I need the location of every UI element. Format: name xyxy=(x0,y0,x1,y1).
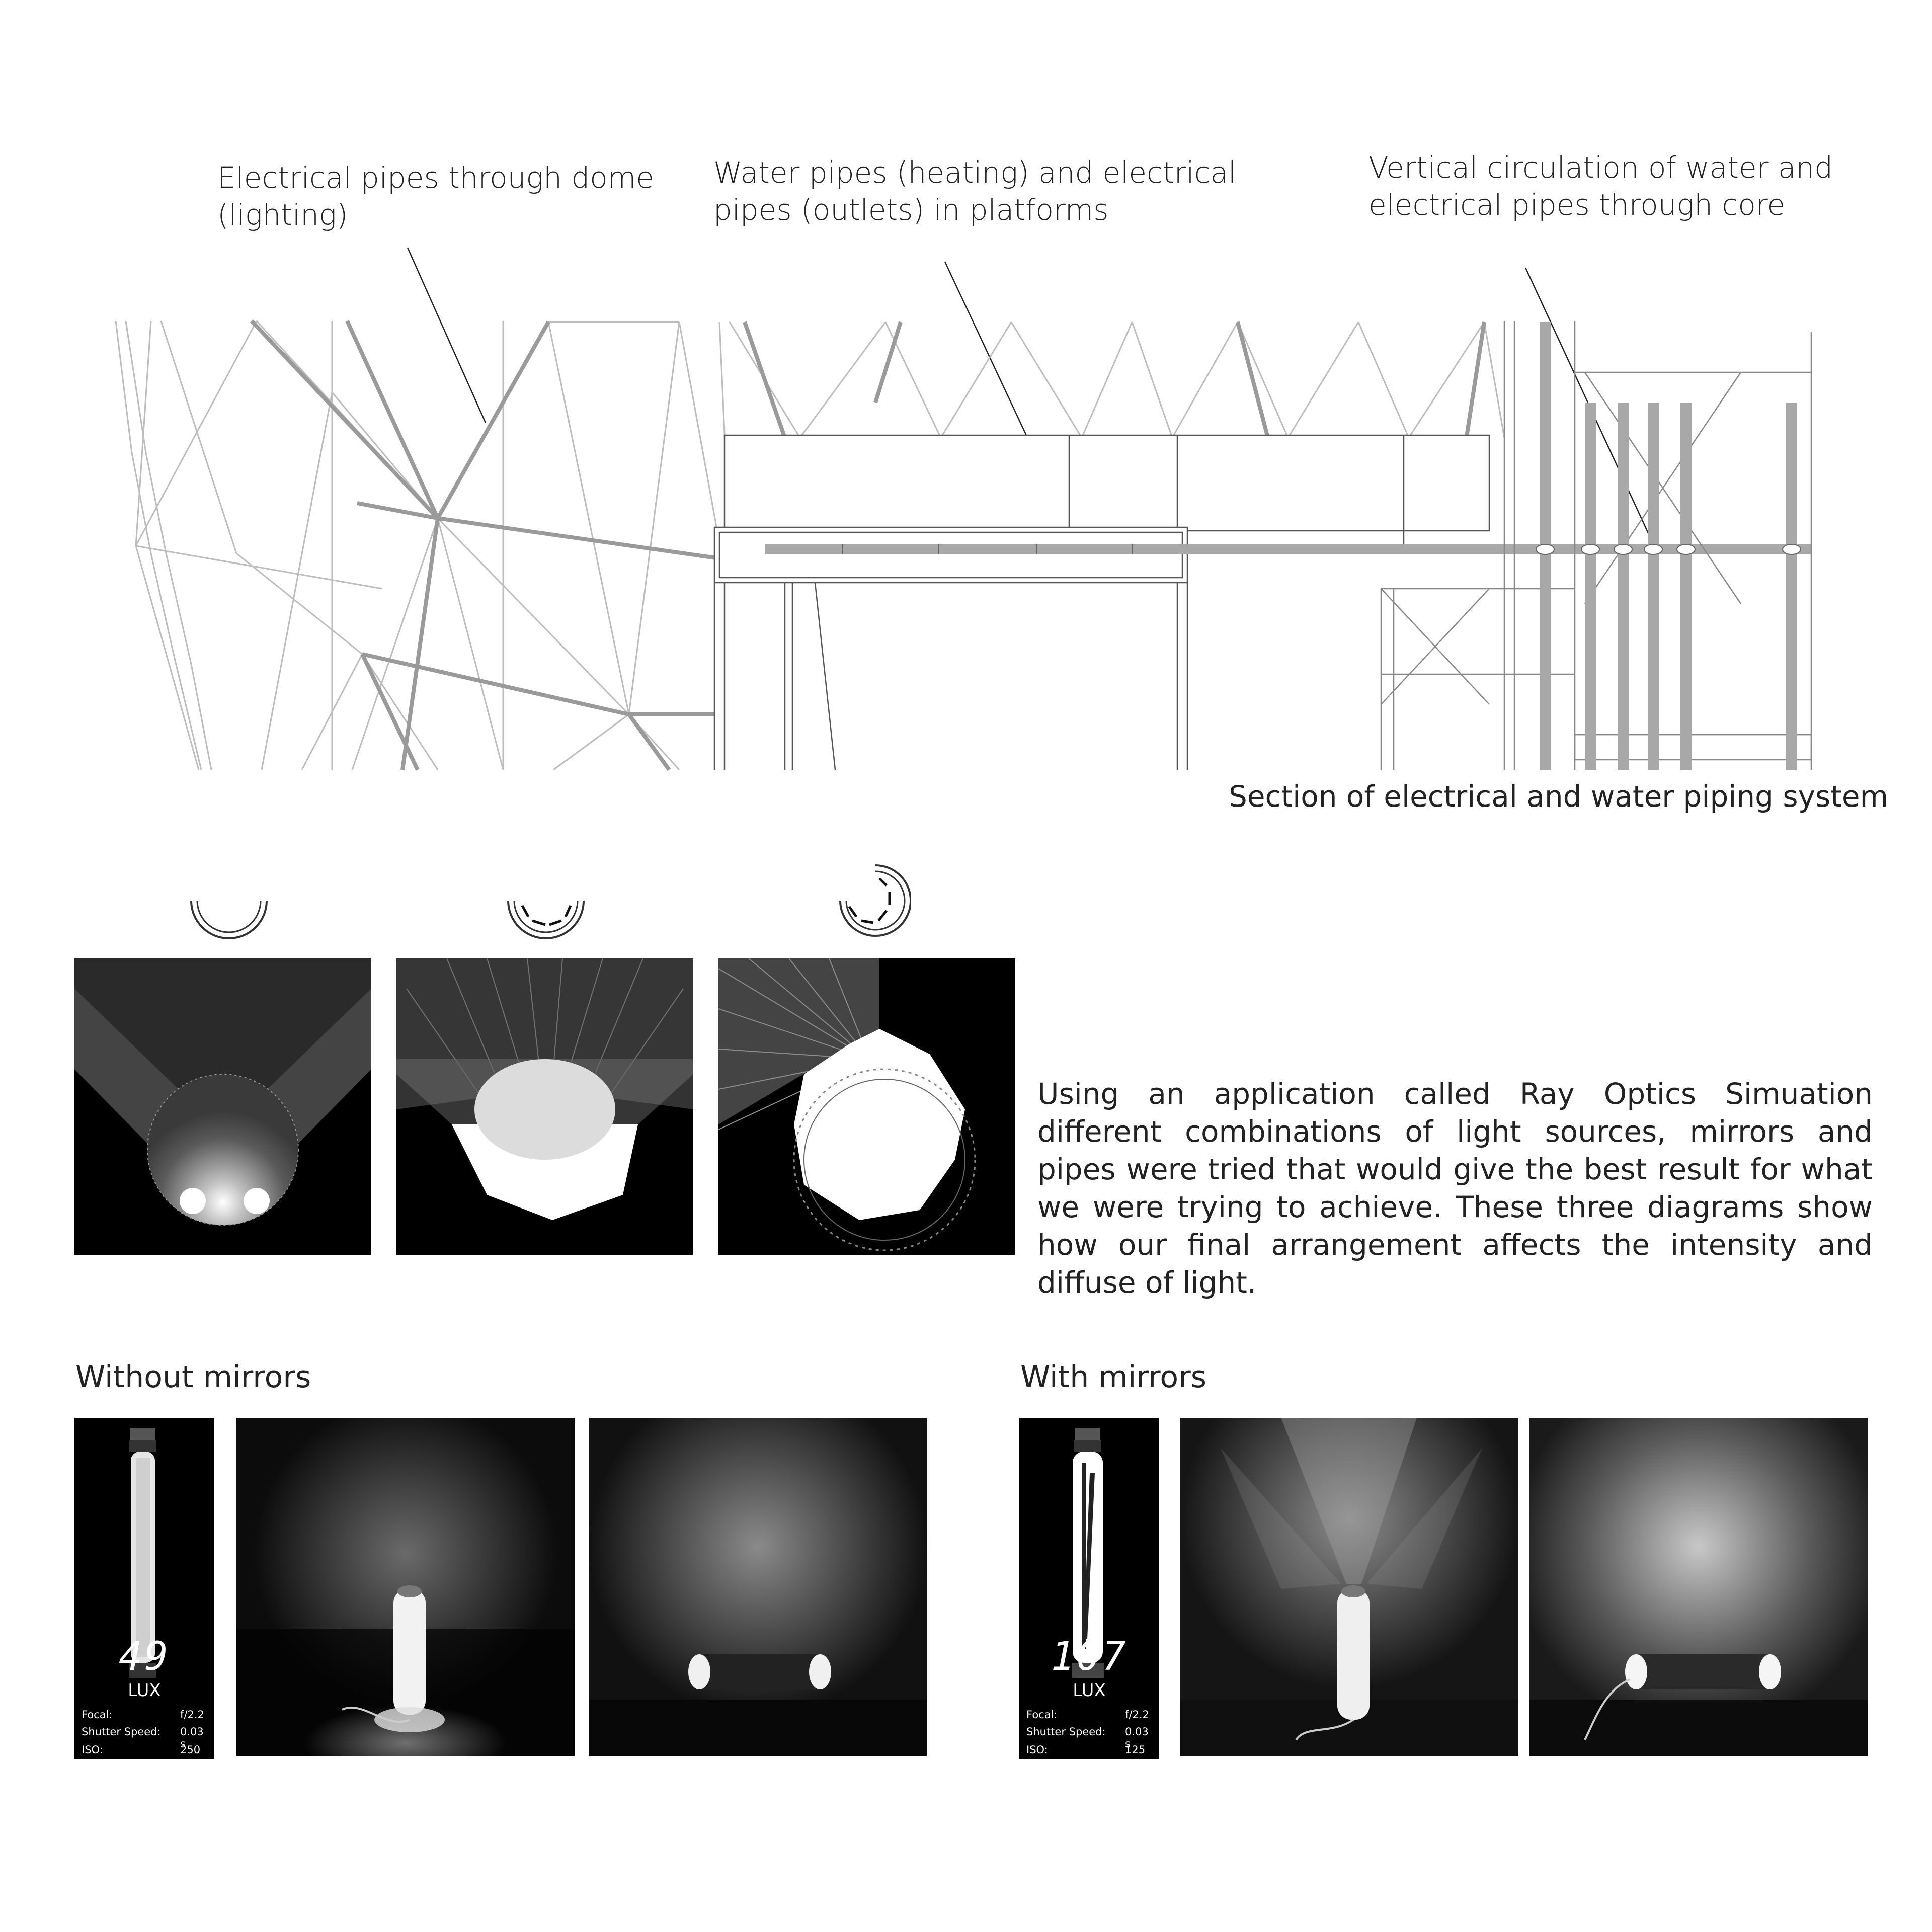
photo-with-mirrors-horizontal xyxy=(1530,1418,1868,1756)
photo-with-mirrors-upright xyxy=(1180,1418,1518,1756)
label-dome-pipes: Electrical pipes through dome (lighting) xyxy=(217,160,654,232)
single-pipe-icon xyxy=(190,900,268,939)
core-structure xyxy=(1380,321,1812,770)
camera-iso: ISO:250 xyxy=(82,1744,201,1756)
lux-meter-with-mirrors: 107 LUX Focal:f/2.2 Shutter Speed:0.03 s… xyxy=(1019,1418,1159,1759)
rotated-mirror-pipe-icon xyxy=(839,864,911,937)
dome-lattice-bold xyxy=(250,319,1486,771)
platform-structure xyxy=(713,434,1490,770)
lux-unit: LUX xyxy=(1073,1680,1106,1701)
heading-without-mirrors: Without mirrors xyxy=(75,1359,311,1395)
section-caption: Section of electrical and water piping s… xyxy=(1229,779,1889,814)
lux-unit: LUX xyxy=(128,1680,161,1701)
lux-meter-without-mirrors: 49 LUX Focal:f/2.2 Shutter Speed:0.03 s … xyxy=(74,1418,214,1759)
dome-lattice-thin xyxy=(115,320,1505,771)
leader-line-dome xyxy=(407,247,487,423)
photo-without-mirrors-horizontal xyxy=(589,1418,927,1756)
camera-shutter-speed: Shutter Speed:0.03 s xyxy=(82,1726,204,1750)
heading-with-mirrors: With mirrors xyxy=(1020,1359,1207,1395)
camera-iso: ISO:125 xyxy=(1026,1744,1146,1756)
lux-reading: 107 xyxy=(1051,1634,1128,1679)
mirror-pipe-icon xyxy=(507,900,585,939)
label-platform-pipes: Water pipes (heating) and electrical pip… xyxy=(713,155,1237,227)
camera-focal: Focal:f/2.2 xyxy=(82,1709,204,1721)
simulation-panel-single-pipe xyxy=(74,958,371,1255)
vertical-core-pipes xyxy=(1540,322,1797,770)
piping-section-drawing xyxy=(115,247,1812,771)
camera-shutter-speed: Shutter Speed:0.03 s xyxy=(1026,1726,1149,1750)
simulation-panel-mirrors xyxy=(396,958,693,1255)
lux-reading: 49 xyxy=(119,1634,170,1679)
camera-focal: Focal:f/2.2 xyxy=(1026,1709,1149,1721)
pipe-junctions xyxy=(1536,544,1801,555)
label-core-pipes: Vertical circulation of water and electr… xyxy=(1369,150,1833,222)
simulation-description: Using an application called Ray Optics S… xyxy=(1037,1077,1873,1300)
simulation-panel-rotated-mirrors xyxy=(718,958,1015,1255)
photo-without-mirrors-upright xyxy=(236,1418,575,1756)
